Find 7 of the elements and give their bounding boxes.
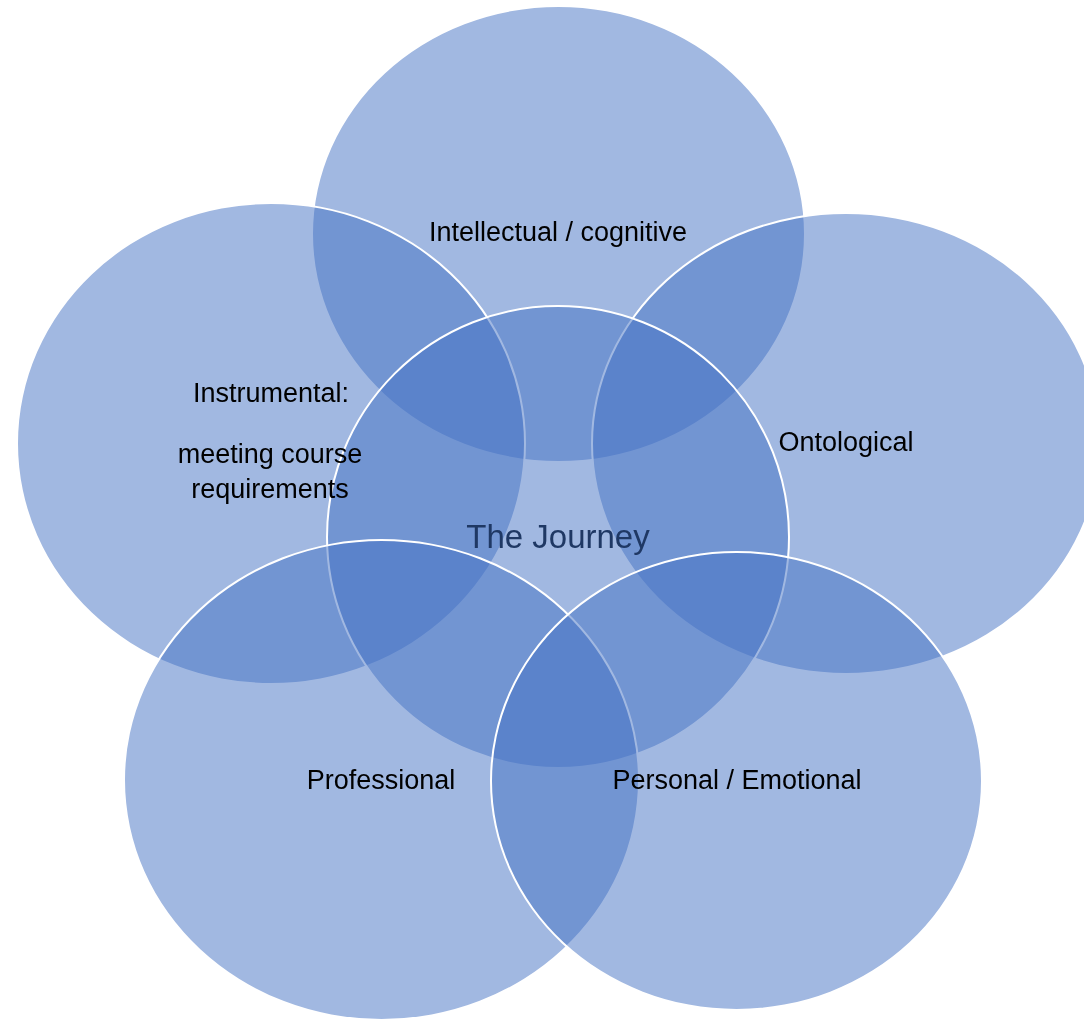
category-label: Personal / Emotional <box>611 764 863 798</box>
center-label: The Journey <box>465 516 651 557</box>
category-label: meeting course requirements <box>176 437 364 506</box>
category-label: Ontological <box>777 426 915 460</box>
category-label: Instrumental: <box>191 377 351 411</box>
category-label: Intellectual / cognitive <box>427 216 689 250</box>
category-label: Professional <box>305 764 457 798</box>
